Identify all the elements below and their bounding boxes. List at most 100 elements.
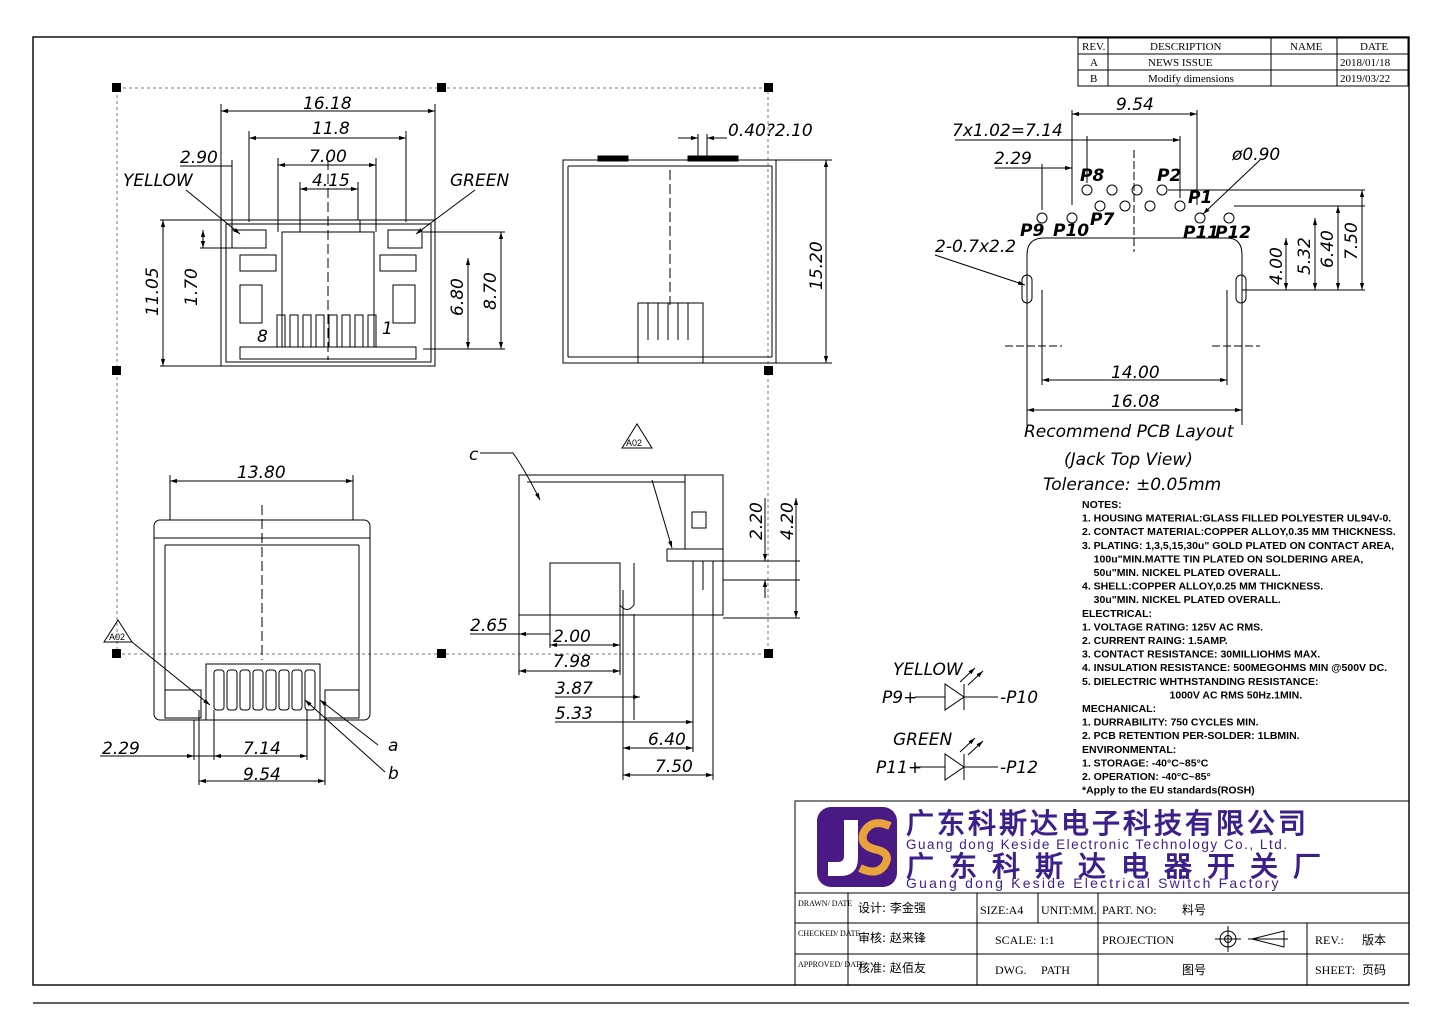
dim-2-65: 2.65 (470, 616, 508, 636)
led-schematic-labels: YELLOW P9+ -P10 GREEN P11+ -P12 (876, 660, 1038, 778)
dim-7-00: 7.00 (309, 147, 347, 167)
led-schematic (915, 667, 998, 781)
dim-16-08: 16.08 (1111, 392, 1160, 412)
pcb-holes-top-row (1081, 184, 1168, 196)
dim-4-20: 4.20 (778, 502, 798, 540)
label-green: GREEN (450, 171, 509, 191)
front-view-labels: 16.18 11.8 7.00 4.15 2.90 YELLOW GREEN 1… (123, 94, 509, 347)
dim-6-40-section: 6.40 (648, 730, 686, 750)
dim-4-00: 4.00 (1267, 247, 1287, 285)
label-yellow: YELLOW (123, 171, 194, 191)
dim-8-70: 8.70 (481, 272, 501, 310)
note-line: 1. DURRABILITY: 750 CYCLES MIN. (1082, 717, 1259, 729)
pcb-layout-title: Recommend PCB Layout (1024, 422, 1235, 442)
dim-0-40-2-10: 0.40?2.10 (728, 121, 813, 141)
schematic-p10: -P10 (1000, 688, 1038, 708)
projection-field: PROJECTION (1102, 933, 1174, 947)
drawing-frame (32, 36, 1410, 986)
pcb-layout (934, 110, 1365, 425)
dim-6-40: 6.40 (1318, 230, 1338, 268)
pcb-slot-left (1021, 274, 1033, 304)
dim-6-80: 6.80 (448, 278, 468, 316)
pcb-layout-subtitle: (Jack Top View) (1064, 450, 1193, 470)
schematic-p9: P9+ (882, 688, 917, 708)
notes-block: NOTES:1. HOUSING MATERIAL:GLASS FILLED P… (1082, 499, 1396, 797)
yellow-led-window (231, 229, 267, 249)
rev-header-name: NAME (1290, 41, 1323, 53)
checked-value: 审核: 赵来锋 (858, 930, 926, 945)
rev-row-b-date: 2019/03/22 (1340, 73, 1390, 85)
rev-row-a-date: 2018/01/18 (1340, 57, 1391, 69)
section-led (691, 511, 707, 529)
part-no-value: 料号 (1182, 903, 1206, 917)
pin-p2: P2 (1157, 166, 1181, 186)
rev-row-b-rev: B (1090, 73, 1097, 85)
drawing-no-value: 图号 (1182, 963, 1206, 977)
company-logo (817, 807, 897, 887)
rev-value: 版本 (1362, 933, 1386, 947)
green-led-window (387, 229, 423, 249)
path-field: PATH (1041, 963, 1070, 977)
dim-2-20: 2.20 (747, 502, 767, 540)
selection-box (112, 83, 773, 658)
pin-p1: P1 (1188, 188, 1212, 208)
note-line: 2. CONTACT MATERIAL:COPPER ALLOY,0.35 MM… (1082, 526, 1396, 538)
sheet-field: SHEET: (1315, 963, 1355, 977)
dim-1-70: 1.70 (182, 268, 202, 306)
rev-header-description: DESCRIPTION (1150, 41, 1222, 53)
schematic-p11: P11+ (876, 758, 922, 778)
pcb-hole-p12 (1223, 212, 1235, 224)
rev-header-date: DATE (1360, 41, 1388, 53)
pcb-slot-right (1235, 274, 1247, 304)
dim-14-00: 14.00 (1111, 363, 1160, 383)
rev-row-b-description: Modify dimensions (1148, 73, 1234, 85)
dim-2-90: 2.90 (180, 148, 218, 168)
pin-p7: P7 (1090, 210, 1114, 230)
dwg-field: DWG. (995, 963, 1027, 977)
pcb-hole-p11 (1194, 212, 1206, 224)
pcb-hole-p10 (1066, 212, 1078, 224)
dim-13-80: 13.80 (237, 463, 286, 483)
pcb-holes-bottom-row (1094, 200, 1186, 212)
note-line: MECHANICAL: (1082, 703, 1156, 715)
section-tag-a02: A02 (626, 438, 642, 448)
approved-label: APPROVED/ DATE (798, 960, 865, 969)
dim-hole-diameter: ø0.90 (1231, 145, 1280, 165)
part-no-field: PART. NO: (1102, 903, 1157, 917)
revision-table: REV. DESCRIPTION NAME DATE A NEWS ISSUE … (1077, 37, 1409, 87)
dim-9-54-bottom: 9.54 (243, 765, 281, 785)
note-line: 3. CONTACT RESISTANCE: 30MILLIOHMS MAX. (1082, 649, 1320, 661)
note-line: 2. PCB RETENTION PER-SOLDER: 1LBMIN. (1082, 730, 1300, 742)
front-contacts (276, 314, 377, 348)
front-view (160, 104, 505, 367)
pcb-tolerance: Tolerance: ±0.05mm (1043, 475, 1221, 495)
dim-2-00: 2.00 (553, 627, 591, 647)
note-line: ELECTRICAL: (1082, 608, 1152, 620)
bottom-tag-a02: A02 (109, 632, 125, 642)
schematic-p12: -P12 (1000, 758, 1038, 778)
drawn-value: 设计: 李金强 (858, 900, 926, 915)
size-field: SIZE:A4 (980, 903, 1023, 917)
pin-p11: P11 (1183, 223, 1219, 243)
company-cn-1: 广东科斯达电子科技有限公司 (906, 807, 1309, 840)
dim-slot: 2-0.7x2.2 (935, 237, 1016, 257)
label-c: c (469, 445, 479, 465)
pin-p12: P12 (1215, 223, 1251, 243)
note-line: 100u"MIN.MATTE TIN PLATED ON SOLDERING A… (1082, 553, 1363, 565)
rev-field: REV.: (1315, 933, 1344, 947)
dim-4-15: 4.15 (312, 171, 350, 191)
pcb-layout-labels: 9.54 7x1.02=7.14 2.29 ø0.90 2-0.7x2.2 P8… (935, 95, 1362, 495)
company-en-2: Guang dong Keside Electrical Switch Fact… (906, 875, 1281, 891)
pin-p9: P9 (1020, 221, 1044, 241)
dim-7-50: 7.50 (1342, 222, 1362, 260)
note-line: 30u"MIN. NICKEL PLATED OVERALL. (1082, 594, 1281, 606)
pin-p10: P10 (1053, 221, 1089, 241)
front-pin-8-label: 8 (257, 327, 268, 347)
bottom-pins (213, 669, 316, 711)
pin-p8: P8 (1080, 166, 1104, 186)
company-cn-2: 广东科斯达电器开关厂 (906, 850, 1336, 883)
note-line: ENVIRONMENTAL: (1082, 744, 1176, 756)
dim-5-32: 5.32 (1295, 237, 1315, 275)
dim-11-8: 11.8 (312, 119, 350, 139)
